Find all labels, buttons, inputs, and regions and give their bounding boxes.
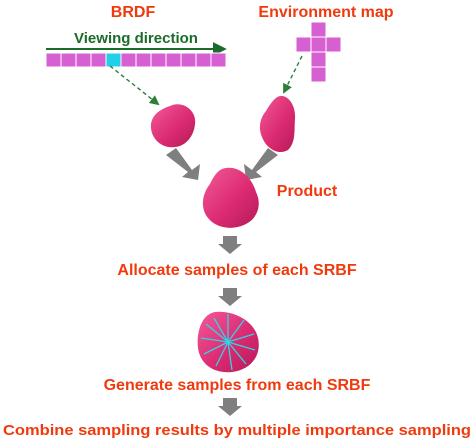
brdf-strip: [45, 52, 227, 68]
brdf-cell: [180, 52, 197, 68]
envmap-to-product-arrow: [244, 148, 278, 180]
allocate-samples-label: Allocate samples of each SRBF: [117, 262, 356, 279]
envmap-cell: [310, 66, 327, 83]
sample-spoke: [227, 319, 245, 343]
brdf-cell: [135, 52, 152, 68]
product-label: Product: [277, 183, 338, 200]
brdf-cell: [90, 52, 107, 68]
envmap-to-lobe-dashed-arrow: [283, 55, 303, 94]
brdf-cell: [45, 52, 62, 68]
brdf-label: BRDF: [111, 4, 156, 21]
envmap-lobe-icon: [259, 95, 296, 153]
brdf-cell: [150, 52, 167, 68]
product-lobe-icon: [202, 167, 259, 228]
brdf-cell: [210, 52, 227, 68]
sample-spoke: [205, 323, 229, 343]
generate-samples-label: Generate samples from each SRBF: [104, 377, 371, 394]
envmap-cell: [310, 51, 327, 68]
sample-spoke: [227, 341, 233, 371]
environment-map-label: Environment map: [258, 4, 393, 21]
srbf-sample-spokes: [200, 314, 256, 371]
envmap-cell: [310, 36, 327, 53]
envmap-cell: [325, 36, 342, 53]
down-arrow-icon: [218, 398, 242, 416]
down-arrow-icon: [218, 288, 242, 306]
sample-spoke: [227, 341, 247, 365]
down-arrow-icon: [218, 236, 242, 254]
brdf-to-product-arrow: [166, 148, 200, 180]
brdf-cell: [75, 52, 92, 68]
sample-spoke: [200, 337, 229, 343]
brdf-cell: [120, 52, 137, 68]
sample-spoke: [227, 341, 256, 351]
combine-sampling-label: Combine sampling results by multiple imp…: [3, 422, 471, 439]
sample-spoke: [203, 341, 229, 355]
brdf-cell: [60, 52, 77, 68]
brdf-cell: [165, 52, 182, 68]
environment-map-cross: [295, 21, 342, 83]
envmap-cell: [310, 21, 327, 38]
envmap-cell: [295, 36, 312, 53]
sample-spoke: [227, 333, 255, 343]
brdf-cell: [195, 52, 212, 68]
viewing-direction-label: Viewing direction: [74, 30, 198, 47]
brdf-lobe-icon: [150, 104, 196, 148]
brdf-cell-highlighted: [105, 52, 122, 68]
sample-spoke: [215, 341, 229, 367]
brdf-to-lobe-dashed-arrow: [109, 65, 160, 106]
sample-spoke: [213, 317, 229, 343]
